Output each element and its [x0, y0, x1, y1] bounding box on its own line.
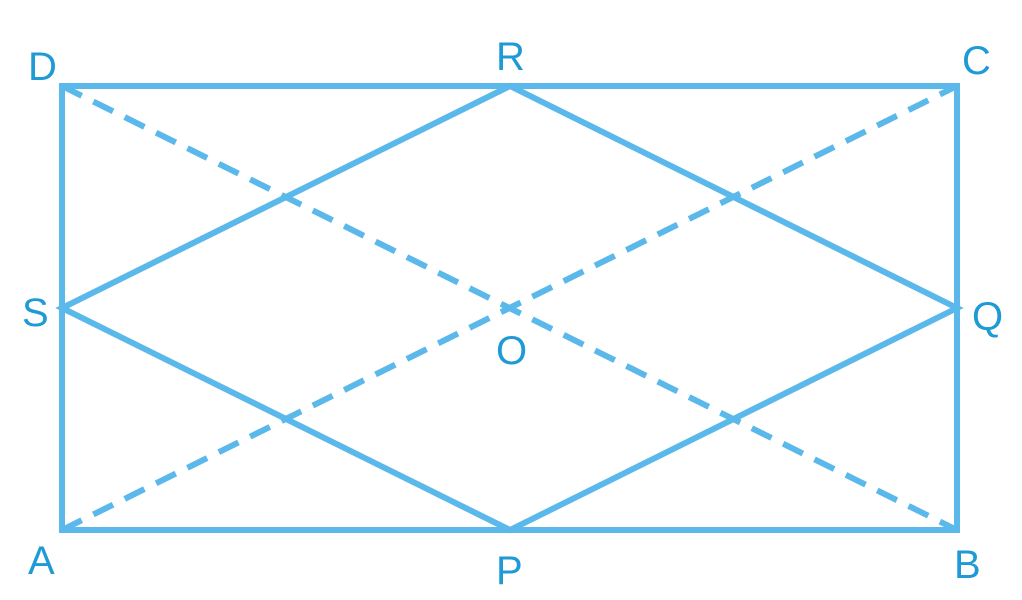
rhombus-pqrs	[55, 82, 964, 534]
vertex-label-r: R	[496, 35, 525, 79]
vertex-label-b: B	[954, 543, 981, 587]
diagonal-bd	[60, 83, 959, 533]
vertex-label-p: P	[496, 549, 523, 593]
vertex-label-d: D	[28, 45, 57, 89]
vertex-label-o: O	[496, 329, 527, 373]
vertex-label-a: A	[28, 539, 55, 583]
vertex-label-s: S	[22, 291, 49, 335]
vertex-label-q: Q	[972, 295, 1003, 339]
vertex-label-c: C	[962, 39, 991, 83]
